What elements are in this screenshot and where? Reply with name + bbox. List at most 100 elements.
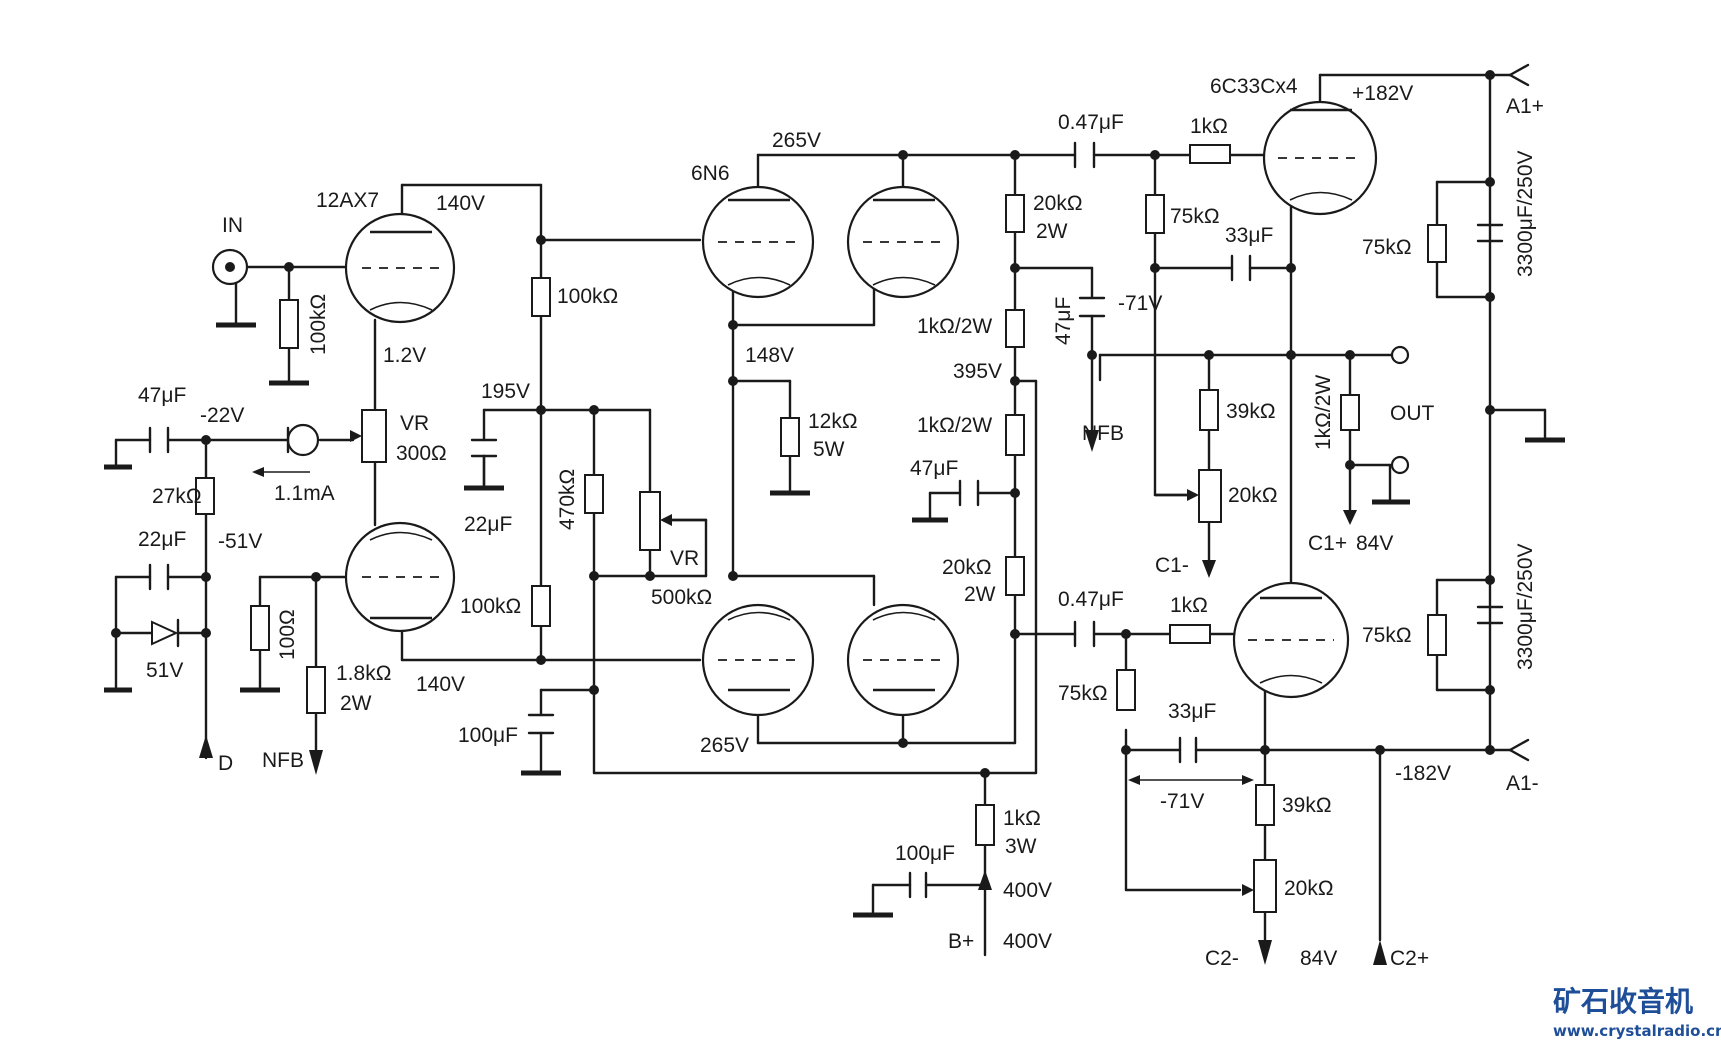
label-r-1k-2w-a: 1kΩ/2W — [917, 315, 992, 338]
voltage-51v: 51V — [146, 659, 183, 682]
tube-6c33c-upper — [1262, 100, 1378, 216]
label-vr500-name: VR — [670, 547, 699, 570]
label-r-20k-mid-w: 2W — [964, 583, 996, 606]
label-c-100u-supply: 100μF — [895, 842, 955, 865]
resistor-20k-2w-top — [1005, 194, 1025, 233]
resistor-1k8 — [306, 666, 326, 714]
tube-6n6-lower-right — [846, 603, 960, 717]
voltage-plus182v: +182V — [1352, 82, 1413, 105]
terminal-c1-plus: C1+ — [1308, 532, 1347, 555]
tube-label-6c33c: 6C33Cx4 — [1210, 75, 1298, 98]
current-arrow — [252, 467, 310, 477]
label-c-47u-mid: 47μF — [910, 457, 958, 480]
output-terminals — [1390, 345, 1410, 475]
label-r-75k-a: 75kΩ — [1170, 205, 1220, 228]
resistor-plate-100k-bottom — [531, 585, 551, 627]
resistor-plate-100k-top — [531, 277, 551, 317]
ground-symbols — [104, 265, 1565, 918]
label-r-20k-top-w: 2W — [1036, 220, 1068, 243]
terminal-nfb-left: NFB — [262, 749, 304, 772]
brand-watermark: 矿石收音机 www.crystalradio.cn — [1553, 985, 1721, 1040]
tube-6n6-upper-right — [846, 185, 960, 299]
resistor-1k-3w — [975, 804, 995, 846]
voltage-395v: 395V — [953, 360, 1002, 383]
terminal-c2-minus: C2- — [1205, 947, 1239, 970]
tube-12ax7-lower — [344, 521, 456, 633]
resistor-20k-2w-mid — [1005, 556, 1025, 596]
label-vr300-name: VR — [400, 412, 429, 435]
tube-6n6-upper-left — [701, 185, 815, 299]
terminal-d: D — [218, 752, 233, 775]
voltage-140v-bottom: 140V — [416, 673, 465, 696]
label-pot-20k-a: 20kΩ — [1228, 484, 1278, 507]
resistor-100ohm — [250, 605, 270, 651]
resistor-39k-a — [1199, 389, 1219, 431]
terminal-out: OUT — [1390, 402, 1435, 425]
terminal-a1-minus: A1- — [1506, 772, 1539, 795]
resistor-1k-2w-b — [1005, 414, 1025, 456]
resistor-grid-1k-bottom — [1169, 624, 1211, 644]
pot-20k-a — [1153, 469, 1222, 523]
tube-6n6-lower-left — [701, 603, 815, 717]
resistor-75k-b — [1116, 669, 1136, 711]
tube-label-6n6: 6N6 — [691, 162, 730, 185]
terminal-nfb-right: NFB — [1082, 422, 1124, 445]
label-r-39k-a: 39kΩ — [1226, 400, 1276, 423]
label-r-470k: 470kΩ — [556, 469, 579, 530]
label-c-100u-mid: 100μF — [458, 724, 518, 747]
resistor-input-100k — [279, 299, 299, 349]
label-r-75k-b: 75kΩ — [1058, 682, 1108, 705]
voltage-400v-supply: 400V — [1003, 930, 1052, 953]
vr300-pot — [350, 409, 387, 463]
resistor-grid-1k-top — [1189, 144, 1231, 164]
input-jack — [211, 248, 249, 286]
voltage-minus182v: -182V — [1395, 762, 1451, 785]
label-r-75k-d: 75kΩ — [1362, 624, 1412, 647]
label-r-grid-bottom: 1kΩ — [1170, 594, 1208, 617]
label-r-1k8-w: 2W — [340, 692, 372, 715]
terminal-c2-plus: C2+ — [1390, 947, 1429, 970]
voltage-1-2v: 1.2V — [383, 344, 426, 367]
label-c-47u-in: 47μF — [138, 384, 186, 407]
voltage-minus71v-top: -71V — [1118, 292, 1162, 315]
label-c-3300-bottom: 3300μF/250V — [1514, 543, 1537, 670]
label-vr500-value: 500kΩ — [651, 586, 712, 609]
label-c-047-bottom: 0.47μF — [1058, 588, 1124, 611]
resistor-75k-d — [1427, 614, 1447, 656]
label-c-33u-top: 33μF — [1225, 224, 1273, 247]
voltage-84v-c2: 84V — [1300, 947, 1337, 970]
label-r-1k8: 1.8kΩ — [336, 662, 391, 685]
labels: 12AX7 6N6 6C33Cx4 IN OUT A1+ A1- B+ C1- … — [138, 75, 1544, 970]
junction-dots — [111, 70, 1495, 890]
current-1-1ma: 1.1mA — [274, 482, 335, 505]
label-r-12k: 12kΩ — [808, 410, 858, 433]
voltage-400v-node: 400V — [1003, 879, 1052, 902]
resistors — [195, 144, 1447, 846]
resistor-39k-b — [1255, 784, 1275, 826]
tube-12ax7-upper — [344, 212, 456, 324]
label-vr300-value: 300Ω — [396, 442, 447, 465]
voltage-265v-top: 265V — [772, 129, 821, 152]
label-r-1k-supply: 1kΩ — [1003, 807, 1041, 830]
label-r-grid-top: 1kΩ — [1190, 115, 1228, 138]
label-c-22u-195: 22μF — [464, 513, 512, 536]
label-r-75k-c: 75kΩ — [1362, 236, 1412, 259]
label-r-1k-2w-b: 1kΩ/2W — [917, 414, 992, 437]
resistor-75k-c — [1427, 224, 1447, 263]
resistor-1k-2w-a — [1005, 309, 1025, 348]
label-r-1k-2w-out: 1kΩ/2W — [1312, 375, 1335, 450]
voltage-265v-bottom: 265V — [700, 734, 749, 757]
pot-20k-b — [1242, 859, 1277, 913]
label-pot-20k-b: 20kΩ — [1284, 877, 1334, 900]
label-r-12k-w: 5W — [813, 438, 845, 461]
label-r-20k-top: 20kΩ — [1033, 192, 1083, 215]
resistor-12k — [780, 417, 800, 457]
terminal-c1-minus: C1- — [1155, 554, 1189, 577]
label-c-3300-top: 3300μF/250V — [1514, 150, 1537, 277]
label-c-047-top: 0.47μF — [1058, 111, 1124, 134]
voltage-minus22v: -22V — [200, 404, 244, 427]
label-r-27k: 27kΩ — [152, 485, 202, 508]
label-c-47u-nfb: 47μF — [1052, 297, 1075, 345]
resistor-75k-a — [1145, 194, 1165, 234]
